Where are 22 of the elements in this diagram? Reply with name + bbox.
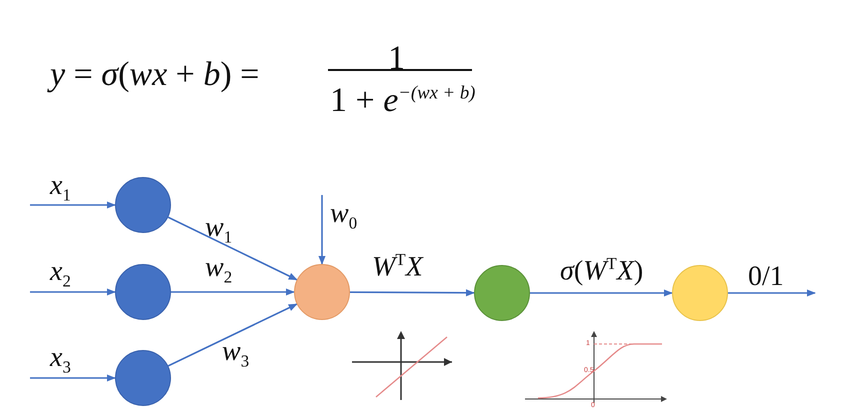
fraction-denominator: 1 + e$^{−(wx + b)}$ bbox=[330, 84, 476, 118]
arrow bbox=[168, 216, 298, 280]
arrow bbox=[30, 374, 116, 382]
arrow bbox=[30, 201, 116, 209]
edge-label: x$_{2}$ bbox=[50, 258, 71, 290]
arrow bbox=[350, 289, 475, 296]
edge-label: σ(W$^{T}$X) bbox=[560, 256, 644, 286]
arrow bbox=[30, 288, 116, 296]
edge-label: 0/1 bbox=[748, 263, 784, 291]
edge-label: w$_{1}$ bbox=[205, 214, 232, 246]
arrow bbox=[168, 303, 298, 367]
edge-label: w$_{2}$ bbox=[205, 254, 232, 286]
arrow bbox=[530, 289, 673, 297]
arrow bbox=[728, 289, 816, 297]
arrow bbox=[318, 195, 326, 265]
edge-label: x$_{3}$ bbox=[50, 344, 71, 376]
edge-label: W$^{T}$X bbox=[372, 252, 423, 282]
fraction-numerator: 1 bbox=[388, 42, 405, 76]
arrow bbox=[171, 288, 295, 296]
edge-label: w$_{3}$ bbox=[222, 338, 250, 370]
edge-label: x$_{1}$ bbox=[50, 172, 71, 204]
edge-label: w$_{0}$ bbox=[330, 200, 358, 232]
